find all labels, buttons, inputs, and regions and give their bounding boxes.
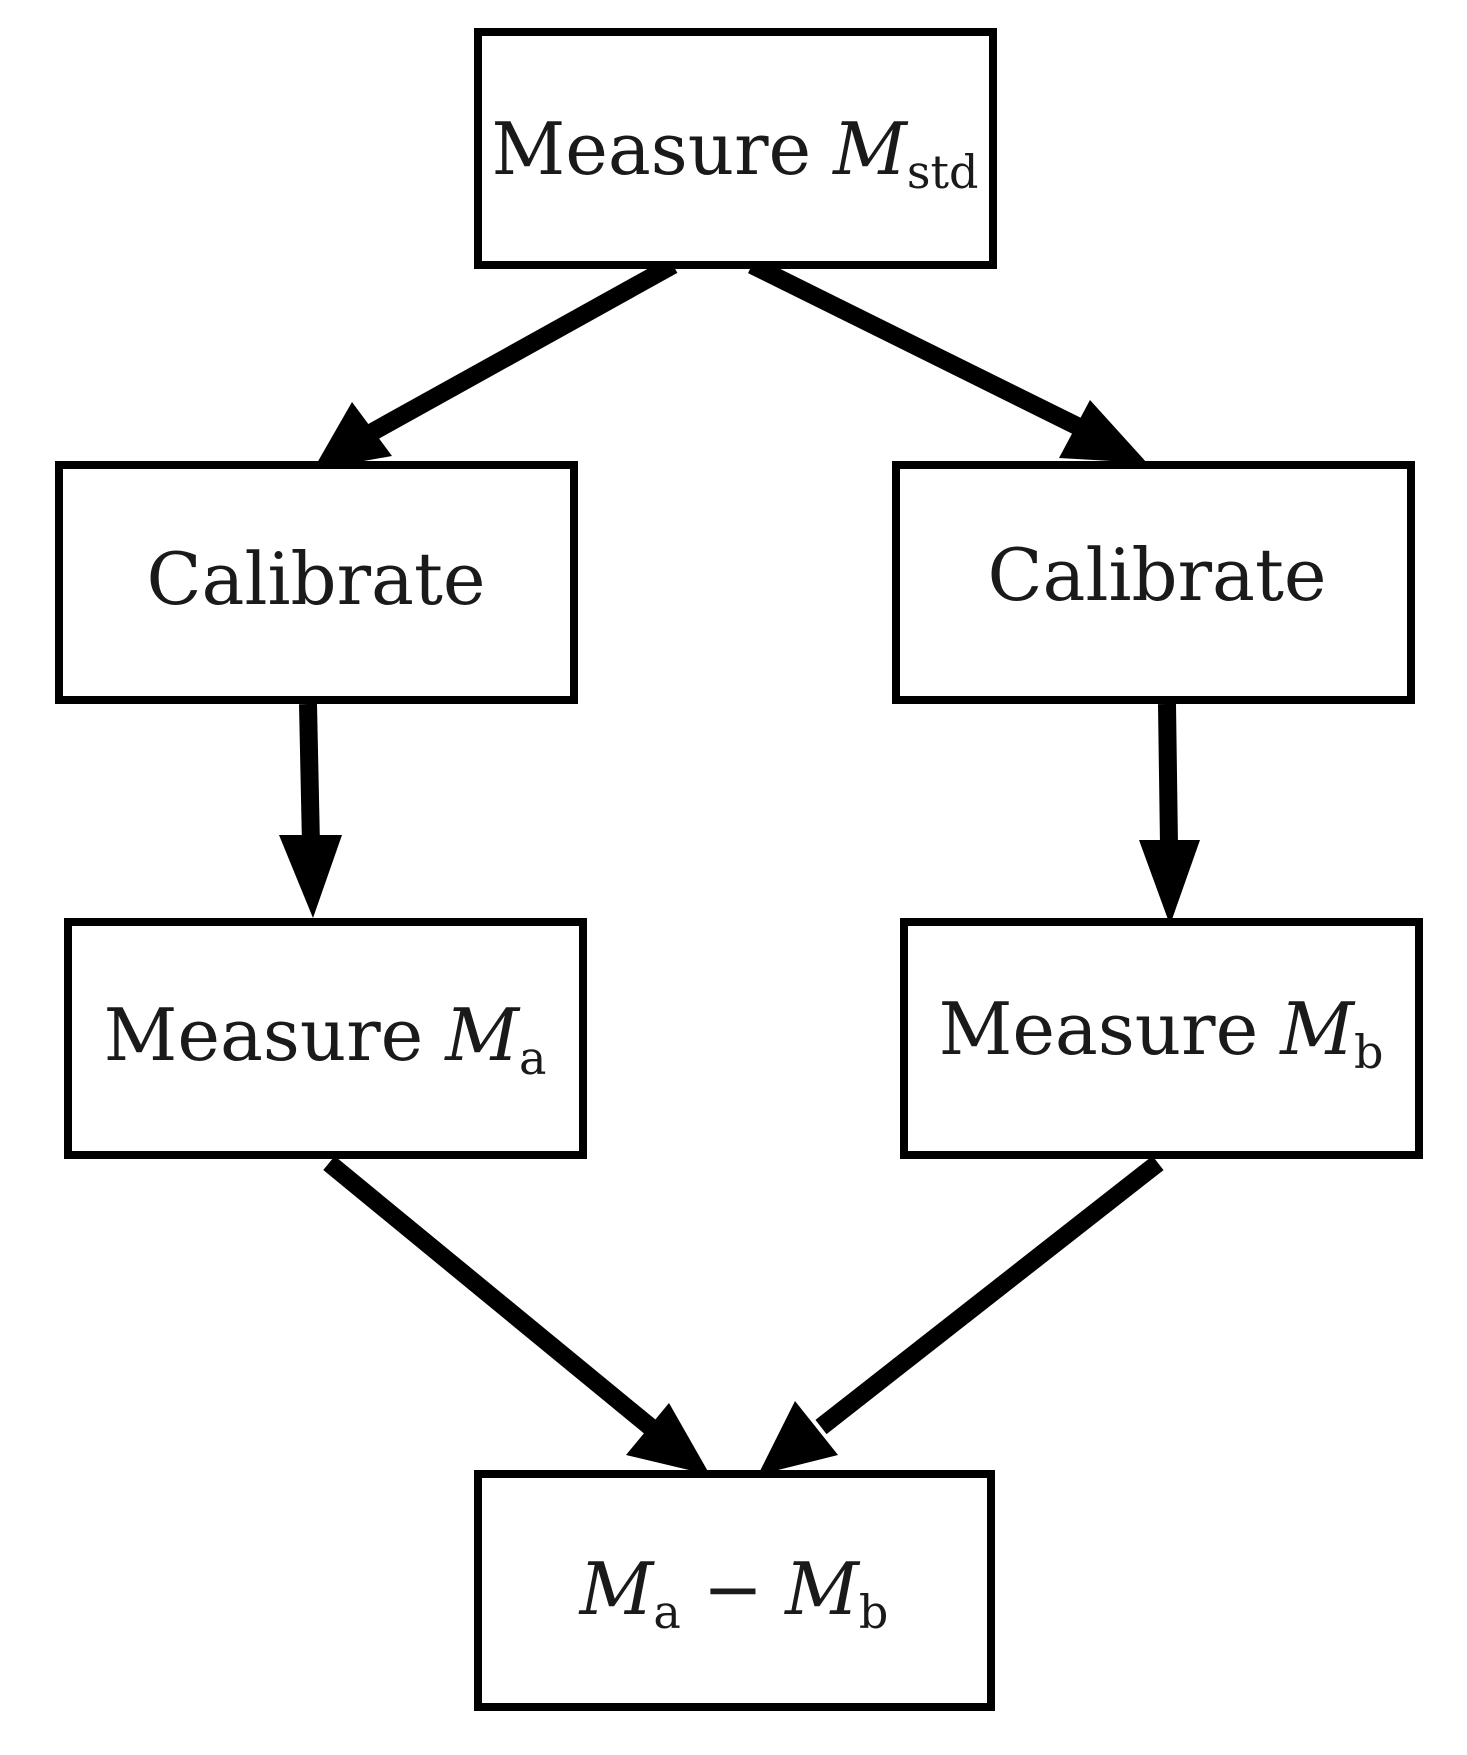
difference-sub2: b	[859, 1585, 888, 1639]
measure-a-var: M	[443, 993, 521, 1077]
edge-calibrate-left-to-measure-a	[279, 703, 342, 918]
node-measure-a-box	[64, 918, 587, 1159]
measure-a-word: Measure	[104, 993, 424, 1077]
edge-measure-std-to-calibrate-left	[313, 257, 678, 470]
measure-std-var: M	[831, 107, 909, 191]
difference-sub1: a	[653, 1585, 680, 1639]
difference-var2: M	[783, 1547, 861, 1631]
difference-operator: −	[703, 1547, 763, 1631]
node-measure-b-box	[900, 918, 1423, 1159]
measure-a-sub: a	[519, 1031, 546, 1085]
edge-measure-a-to-difference	[323, 1156, 710, 1475]
node-calibrate-left-box	[55, 461, 578, 704]
difference-var1: M	[578, 1547, 656, 1631]
edge-measure-b-to-difference	[758, 1155, 1164, 1475]
node-measure-std-box	[474, 28, 997, 269]
edge-measure-std-to-calibrate-right	[748, 256, 1147, 463]
node-calibrate-right-label: Calibrate	[987, 533, 1326, 617]
node-calibrate-right-box	[892, 461, 1415, 704]
node-difference-label: Ma−Mb	[578, 1547, 889, 1639]
node-difference-box	[474, 1470, 995, 1711]
node-difference: Ma−Mb	[474, 1470, 995, 1711]
node-calibrate-left: Calibrate	[55, 461, 578, 704]
measure-std-word: Measure	[492, 107, 812, 191]
edge-calibrate-right-to-measure-b	[1139, 703, 1200, 925]
measure-b-sub: b	[1354, 1025, 1383, 1079]
measure-std-sub: std	[907, 145, 979, 199]
measure-b-var: M	[1278, 987, 1356, 1071]
edges	[279, 256, 1200, 1475]
node-calibrate-right: Calibrate	[892, 461, 1415, 704]
node-calibrate-left-label: Calibrate	[146, 537, 485, 621]
measure-b-word: Measure	[939, 987, 1259, 1071]
